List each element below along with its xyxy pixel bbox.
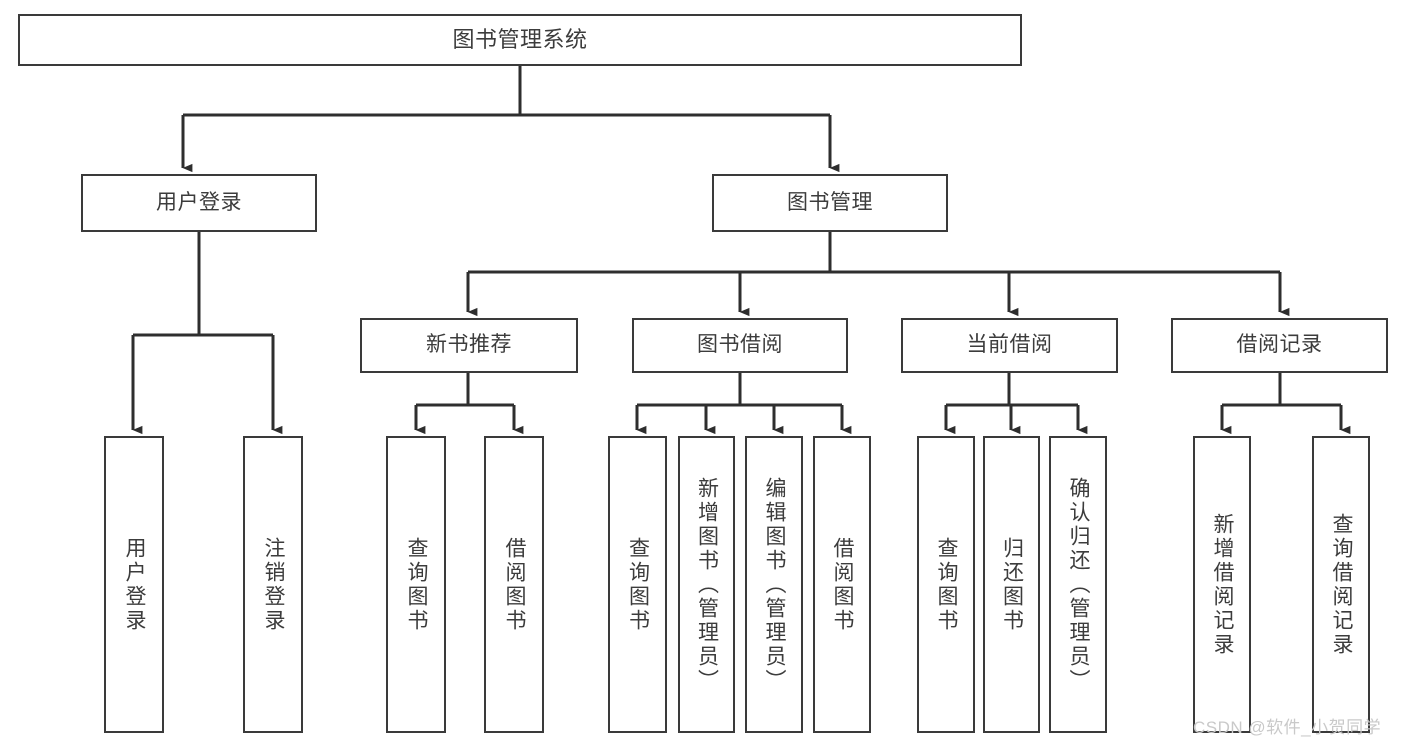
node-leaf-user-logout[interactable]: 注销登录 bbox=[243, 436, 303, 733]
node-leaf-query-book-2-label: 查询图书 bbox=[626, 536, 650, 633]
node-borrow-record-label: 借阅记录 bbox=[1236, 333, 1323, 357]
node-new-book-recommend[interactable]: 新书推荐 bbox=[360, 318, 578, 373]
node-leaf-borrow-book-1[interactable]: 借阅图书 bbox=[484, 436, 544, 733]
node-leaf-borrow-book-2-label: 借阅图书 bbox=[831, 536, 855, 633]
node-current-borrow[interactable]: 当前借阅 bbox=[901, 318, 1118, 373]
node-leaf-edit-book[interactable]: 编辑图书（管理员） bbox=[745, 436, 803, 733]
node-leaf-edit-book-label: 编辑图书（管理员） bbox=[763, 476, 787, 693]
node-new-book-recommend-label: 新书推荐 bbox=[426, 333, 512, 357]
node-leaf-query-book-1-label: 查询图书 bbox=[405, 536, 429, 633]
node-book-borrow-label: 图书借阅 bbox=[697, 333, 783, 357]
csdn-watermark: CSDN @软件_小贺同学 bbox=[1193, 718, 1382, 737]
node-root[interactable]: 图书管理系统 bbox=[18, 14, 1022, 66]
node-user-login[interactable]: 用户登录 bbox=[81, 174, 317, 232]
node-leaf-return-book-label: 归还图书 bbox=[1000, 536, 1024, 633]
node-borrow-record[interactable]: 借阅记录 bbox=[1171, 318, 1388, 373]
node-leaf-user-login-label: 用户登录 bbox=[123, 536, 147, 633]
node-leaf-query-book-2[interactable]: 查询图书 bbox=[608, 436, 667, 733]
node-leaf-confirm-return-label: 确认归还（管理员） bbox=[1067, 476, 1091, 693]
node-leaf-query-book-3[interactable]: 查询图书 bbox=[917, 436, 975, 733]
node-leaf-add-book[interactable]: 新增图书（管理员） bbox=[678, 436, 735, 733]
node-leaf-borrow-book-2[interactable]: 借阅图书 bbox=[813, 436, 871, 733]
node-leaf-query-record[interactable]: 查询借阅记录 bbox=[1312, 436, 1370, 733]
node-book-manage-label: 图书管理 bbox=[787, 190, 873, 214]
node-leaf-user-logout-label: 注销登录 bbox=[262, 536, 286, 633]
node-leaf-query-record-label: 查询借阅记录 bbox=[1330, 512, 1354, 657]
node-root-label: 图书管理系统 bbox=[452, 27, 588, 53]
node-leaf-add-record[interactable]: 新增借阅记录 bbox=[1193, 436, 1251, 733]
node-leaf-return-book[interactable]: 归还图书 bbox=[983, 436, 1040, 733]
node-leaf-confirm-return[interactable]: 确认归还（管理员） bbox=[1049, 436, 1107, 733]
node-book-borrow[interactable]: 图书借阅 bbox=[632, 318, 848, 373]
node-leaf-add-record-label: 新增借阅记录 bbox=[1211, 512, 1235, 657]
node-leaf-user-login[interactable]: 用户登录 bbox=[104, 436, 164, 733]
node-leaf-add-book-label: 新增图书（管理员） bbox=[695, 476, 719, 693]
node-leaf-query-book-1[interactable]: 查询图书 bbox=[386, 436, 446, 733]
node-leaf-query-book-3-label: 查询图书 bbox=[935, 536, 959, 633]
node-book-manage[interactable]: 图书管理 bbox=[712, 174, 948, 232]
node-current-borrow-label: 当前借阅 bbox=[966, 333, 1053, 357]
node-leaf-borrow-book-1-label: 借阅图书 bbox=[503, 536, 527, 633]
node-user-login-label: 用户登录 bbox=[156, 190, 242, 214]
